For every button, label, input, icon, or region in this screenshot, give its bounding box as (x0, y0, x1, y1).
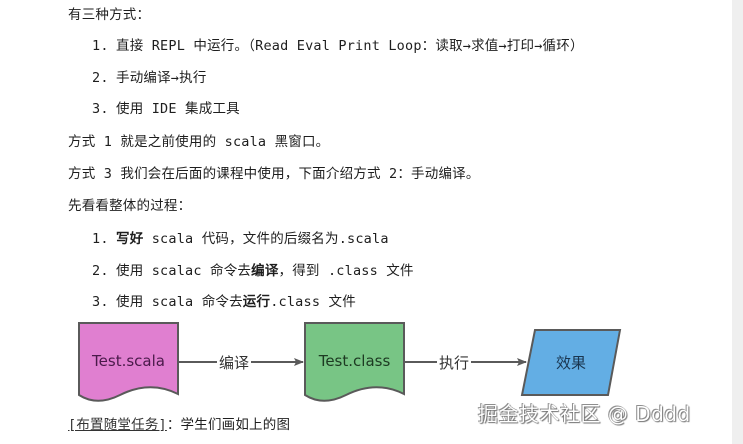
list-text: 使用 scalac 命令去 (116, 263, 252, 279)
list-text: .class 文件 (270, 294, 356, 310)
list-number: 3. (92, 294, 109, 310)
list-number: 2. (92, 70, 109, 86)
task-link[interactable]: [布置随堂任务] (68, 417, 167, 433)
bold-text: 运行 (242, 294, 271, 310)
task-text: ：学生们画如上的图 (166, 417, 291, 433)
intro-text: 有三种方式： (68, 7, 151, 23)
method-item-1: 1. 直接 REPL 中运行。（Read Eval Print Loop：读取→求… (92, 37, 584, 55)
list-number: 2. (92, 263, 109, 279)
bold-text: 编译 (251, 263, 279, 279)
paragraph-method3: 方式 3 我们会在后面的课程中使用，下面介绍方式 2：手动编译。 (68, 166, 480, 182)
step-item-2: 2. 使用 scalac 命令去编译，得到 .class 文件 (92, 262, 414, 280)
execute-edge-label: 执行 (437, 352, 472, 373)
class-file-label: Test.class (318, 352, 391, 370)
task-paragraph: [布置随堂任务]：学生们画如上的图 (68, 416, 290, 434)
step-item-1: 1. 写好 scala 代码，文件的后缀名为.scala (92, 230, 389, 248)
list-text: scala 代码，文件的后缀名为.scala (143, 231, 389, 247)
paragraph-method1: 方式 1 就是之前使用的 scala 黑窗口。 (68, 134, 330, 150)
list-text: ，得到 .class 文件 (278, 263, 414, 279)
bold-text: 写好 (116, 231, 144, 247)
list-text: 使用 scala 命令去 (116, 294, 243, 310)
list-text: 直接 REPL 中运行。（Read Eval Print Loop：读取→求值→… (116, 38, 584, 54)
page-margin-strip (732, 0, 743, 444)
paragraph-overview: 先看看整体的过程： (68, 198, 192, 214)
list-number: 3. (92, 101, 109, 117)
list-number: 1. (92, 38, 109, 54)
method-item-3: 3. 使用 IDE 集成工具 (92, 100, 240, 118)
list-number: 1. (92, 231, 109, 247)
step-item-3: 3. 使用 scala 命令去运行.class 文件 (92, 293, 356, 311)
compile-edge-label: 编译 (217, 352, 252, 373)
method-item-2: 2. 手动编译→执行 (92, 69, 207, 87)
list-text: 手动编译→执行 (116, 70, 207, 86)
result-label: 效果 (555, 354, 586, 372)
source-file-label: Test.scala (92, 352, 165, 370)
list-text: 使用 IDE 集成工具 (116, 101, 240, 117)
watermark: 掘金技术社区 @ Dddd (478, 402, 691, 426)
